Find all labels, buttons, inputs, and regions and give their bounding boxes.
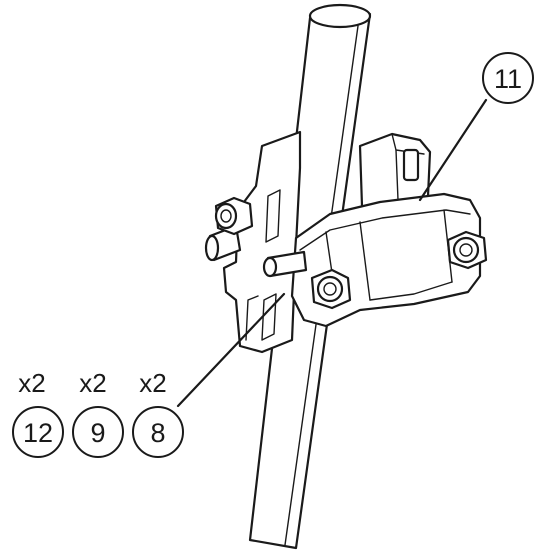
pin	[262, 250, 308, 278]
callout-9-qty: x2	[79, 368, 106, 398]
callout-12: x2 12	[12, 368, 64, 458]
callout-12-label: 12	[23, 418, 53, 448]
left-bolt	[204, 196, 254, 262]
callout-8-label: 8	[150, 418, 165, 448]
leader-line-11	[418, 98, 488, 202]
callout-12-qty: x2	[18, 368, 45, 398]
leader-line-8	[176, 292, 286, 408]
callout-8-qty: x2	[139, 368, 166, 398]
front-right-nut	[446, 230, 488, 270]
callout-9-label: 9	[90, 418, 105, 448]
callout-8: x2 8	[132, 368, 184, 458]
callout-9: x2 9	[72, 368, 124, 458]
callout-11: 11	[482, 52, 534, 104]
front-left-nut	[310, 268, 352, 310]
callout-11-label: 11	[494, 64, 522, 94]
